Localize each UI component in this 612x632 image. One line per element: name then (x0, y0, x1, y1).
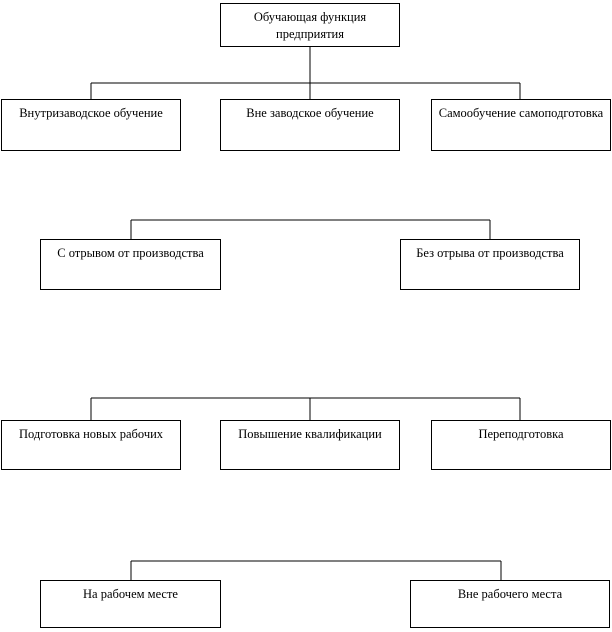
node-on-site[interactable]: На рабочем месте (40, 580, 221, 628)
node-self-training[interactable]: Самообучение самоподготовка (431, 99, 611, 151)
node-new-workers[interactable]: Подготовка новых рабочих (1, 420, 181, 470)
node-internal-training[interactable]: Внутризаводское обучение (1, 99, 181, 151)
node-external-training[interactable]: Вне заводское обучение (220, 99, 400, 151)
node-with-leave[interactable]: С отрывом от производства (40, 239, 221, 290)
node-upskilling[interactable]: Повышение квалификации (220, 420, 400, 470)
node-root[interactable]: Обучающая функция предприятия (220, 3, 400, 47)
node-without-leave[interactable]: Без отрыва от производства (400, 239, 580, 290)
node-retraining[interactable]: Переподготовка (431, 420, 611, 470)
node-off-site[interactable]: Вне рабочего места (410, 580, 610, 628)
